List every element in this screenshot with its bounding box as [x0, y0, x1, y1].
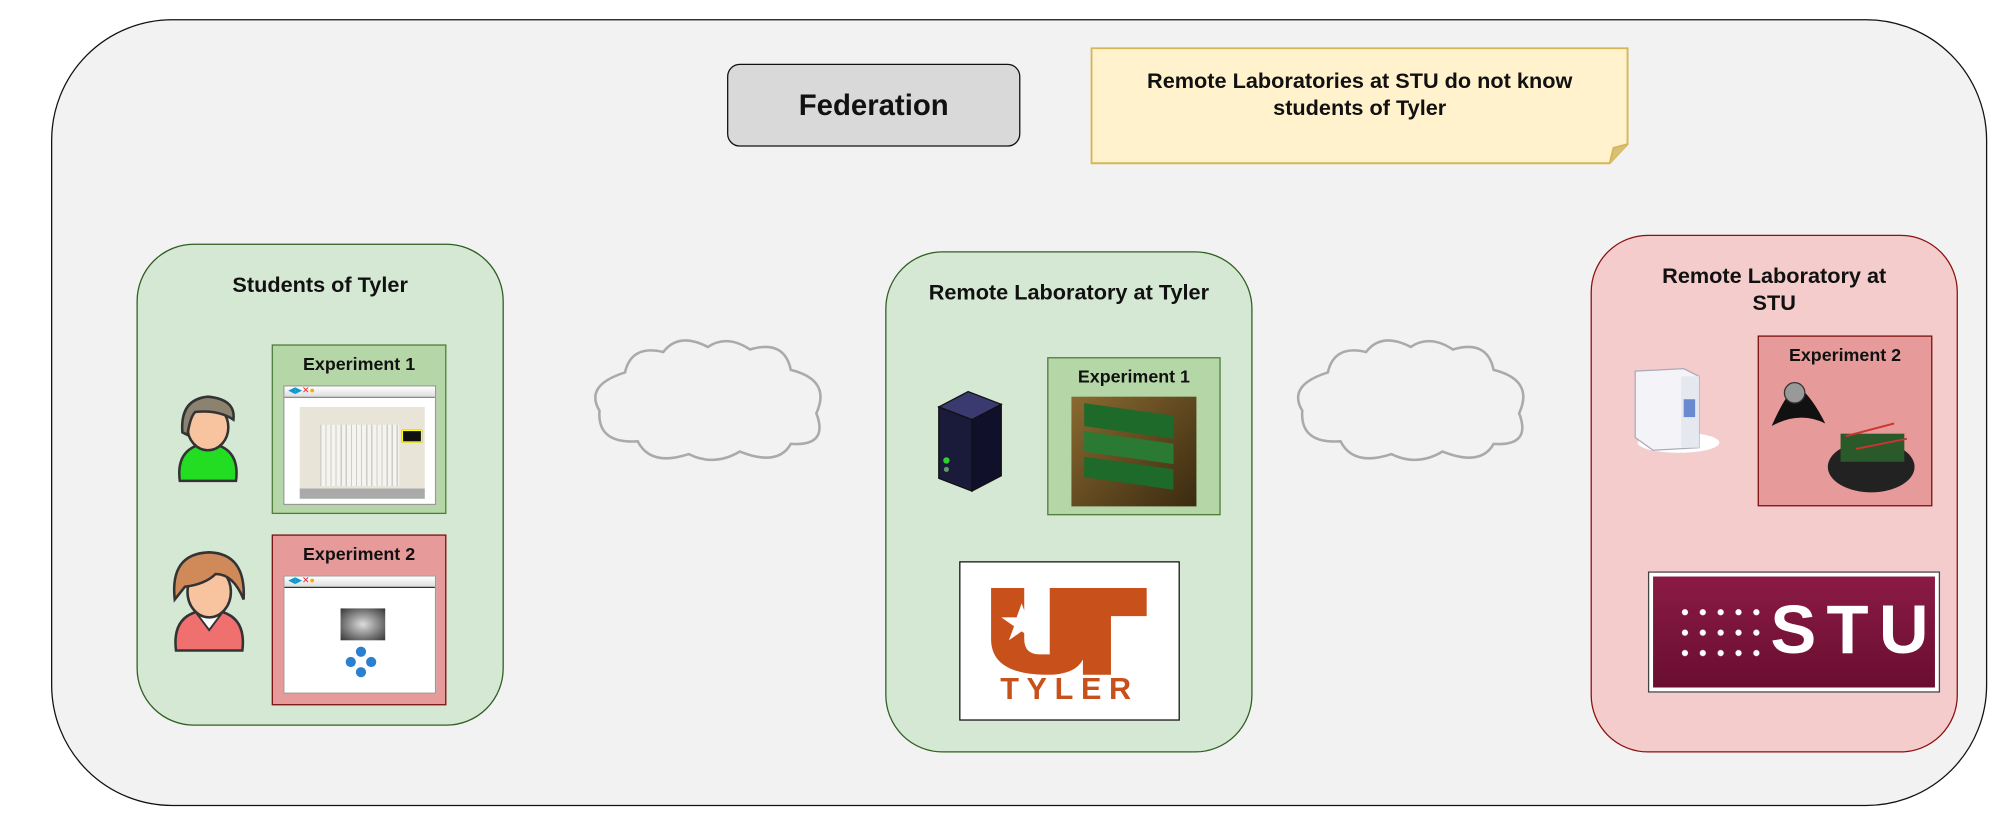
student-female-icon [172, 551, 245, 652]
ut-tyler-logo: TYLER [959, 561, 1180, 721]
note: Remote Laboratories at STU do not know s… [1090, 47, 1629, 165]
student-male-icon [178, 395, 238, 483]
remote-lab-stu-title-line-2: STU [1752, 290, 1796, 316]
students-title: Students of Tyler [232, 272, 408, 298]
cloud-icon [1296, 339, 1525, 462]
note-shape [1090, 47, 1629, 165]
logo-dots [1676, 602, 1766, 664]
experiment-label: Experiment 1 [302, 353, 416, 374]
experiment-label: Experiment 2 [1788, 344, 1902, 365]
computer-tower-icon [1634, 367, 1720, 453]
note-line-2: students of Tyler [1273, 95, 1447, 120]
experiment-label: Experiment 2 [302, 543, 416, 564]
server-icon [937, 390, 1003, 493]
federation-label: Federation [727, 63, 1021, 147]
students-experiment-1: Experiment 1 ◀▶✕● [271, 344, 447, 515]
robot-camera-photo [1771, 382, 1915, 493]
experiment-label: Experiment 1 [1077, 366, 1191, 387]
students-experiment-2: Experiment 2 ◀▶✕● [271, 534, 447, 706]
logo-text-tyler: TYLER [1000, 672, 1139, 707]
robot-camera-screenshot: ◀▶✕● [283, 575, 437, 694]
remote-lab-tyler-title: Remote Laboratory at Tyler [928, 280, 1210, 305]
stu-logo: STU [1647, 571, 1941, 693]
note-line-1: Remote Laboratories at STU do not know [1147, 68, 1573, 94]
tyler-experiment-1: Experiment 1 [1047, 357, 1221, 516]
breadboard-screenshot: ◀▶✕● [283, 385, 437, 506]
circuit-boards-photo [1071, 396, 1197, 507]
remote-lab-stu-title-line-1: Remote Laboratory at [1662, 264, 1887, 289]
logo-text-stu: STU [1770, 591, 1939, 669]
stu-experiment-2: Experiment 2 [1757, 335, 1933, 507]
cloud-icon [594, 339, 822, 462]
